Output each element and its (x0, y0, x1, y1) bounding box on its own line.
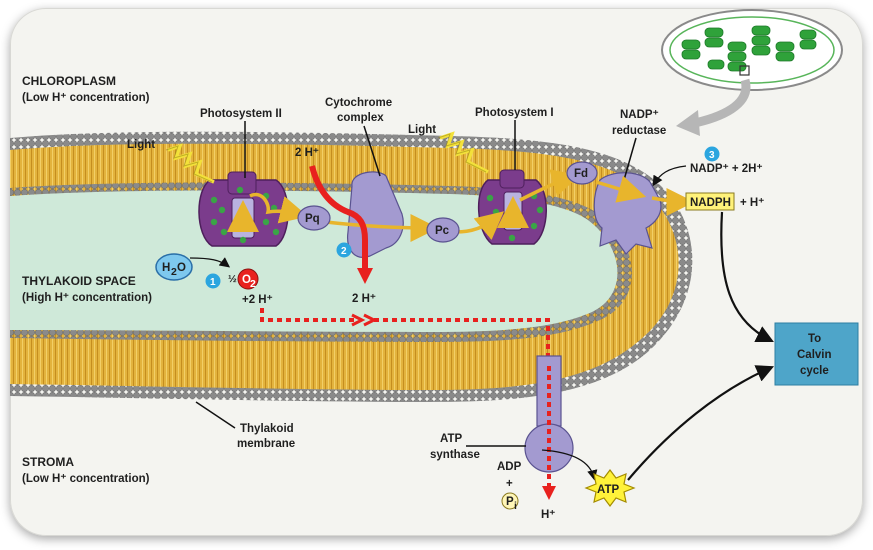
calvin-line-1: To (808, 333, 821, 345)
nadp-input: NADP⁺ + 2H⁺ (690, 163, 763, 175)
fd-label: Fd (574, 168, 588, 180)
pi-i: i (514, 500, 517, 512)
atp-to-calvin-arrow (627, 365, 775, 481)
nadph-label: NADPH (690, 197, 731, 209)
photosystem-i (477, 169, 547, 245)
calvin-cycle-box (774, 322, 859, 386)
light-right-label: Light (408, 124, 436, 136)
atp-product: ATP (597, 484, 619, 496)
h2o-bubble (155, 253, 193, 281)
region-thylakoid-sub: (High H⁺ concentration) (22, 292, 152, 304)
membrane-label-2: membrane (237, 438, 295, 450)
half-symbol: ½ (228, 273, 237, 285)
zoom-arrow (689, 78, 751, 129)
calvin-line-2: Calvin (797, 349, 832, 361)
ps1-label: Photosystem I (475, 107, 554, 119)
nadph-box (685, 192, 735, 211)
membrane-label-1: Thylakoid (240, 423, 294, 435)
atp-synthase (524, 355, 574, 500)
proton-gradient-path (260, 308, 550, 366)
light-left-zigzag (167, 143, 215, 184)
adp-plus: + (506, 478, 513, 490)
nadp-reductase-label-1: NADP⁺ (620, 109, 659, 121)
cytochrome-label-2: complex (337, 112, 384, 124)
nadph-to-calvin-arrow (720, 211, 774, 342)
step-1: 1 (210, 277, 216, 288)
carrier-fd (566, 161, 598, 185)
two-h-top: 2 H⁺ (295, 147, 319, 159)
region-chloroplasm-sub: (Low H⁺ concentration) (22, 92, 150, 104)
region-stroma-sub: (Low H⁺ concentration) (22, 473, 150, 485)
thylakoid-lumen (10, 190, 618, 332)
two-h-bottom: 2 H⁺ (352, 293, 376, 305)
atp-synthase-label-2: synthase (430, 449, 480, 461)
plus-2h: +2 H⁺ (242, 294, 273, 306)
o2-sub: 2 (250, 278, 256, 290)
pq-label: Pq (305, 213, 320, 225)
h2o-sub: 2 (171, 266, 177, 278)
o2-bubble (237, 268, 259, 290)
ps2-label: Photosystem II (200, 108, 282, 120)
h2o-h: H (162, 262, 170, 274)
atp-synthase-label-1: ATP (440, 433, 462, 445)
region-thylakoid-title: THYLAKOID SPACE (22, 274, 136, 288)
atp-star (584, 469, 636, 507)
pc-label: Pc (435, 225, 450, 237)
calvin-line-3: cycle (800, 365, 829, 377)
region-stroma-title: STROMA (22, 455, 74, 469)
step-3: 3 (709, 150, 715, 161)
carrier-pq (297, 205, 331, 231)
plus-h: + H⁺ (740, 197, 764, 209)
o2-o: O (242, 274, 251, 286)
chloroplast-inset (661, 9, 843, 136)
adp-label: ADP (497, 461, 522, 473)
light-left-label: Light (127, 139, 155, 151)
proton-pump-arrow (309, 165, 373, 284)
pi-p: P (506, 496, 514, 508)
nadp-reductase-label-2: reductase (612, 125, 666, 137)
pi-bubble (501, 492, 519, 510)
cytochrome-label-1: Cytochrome (325, 97, 392, 109)
light-right-zigzag (439, 131, 489, 174)
electron-flow (249, 169, 695, 242)
h2o-o: O (177, 262, 186, 274)
h-out: H⁺ (541, 509, 555, 521)
carrier-pc (426, 217, 460, 243)
region-chloroplasm-title: CHLOROPLASM (22, 74, 116, 88)
step-2: 2 (341, 246, 347, 257)
